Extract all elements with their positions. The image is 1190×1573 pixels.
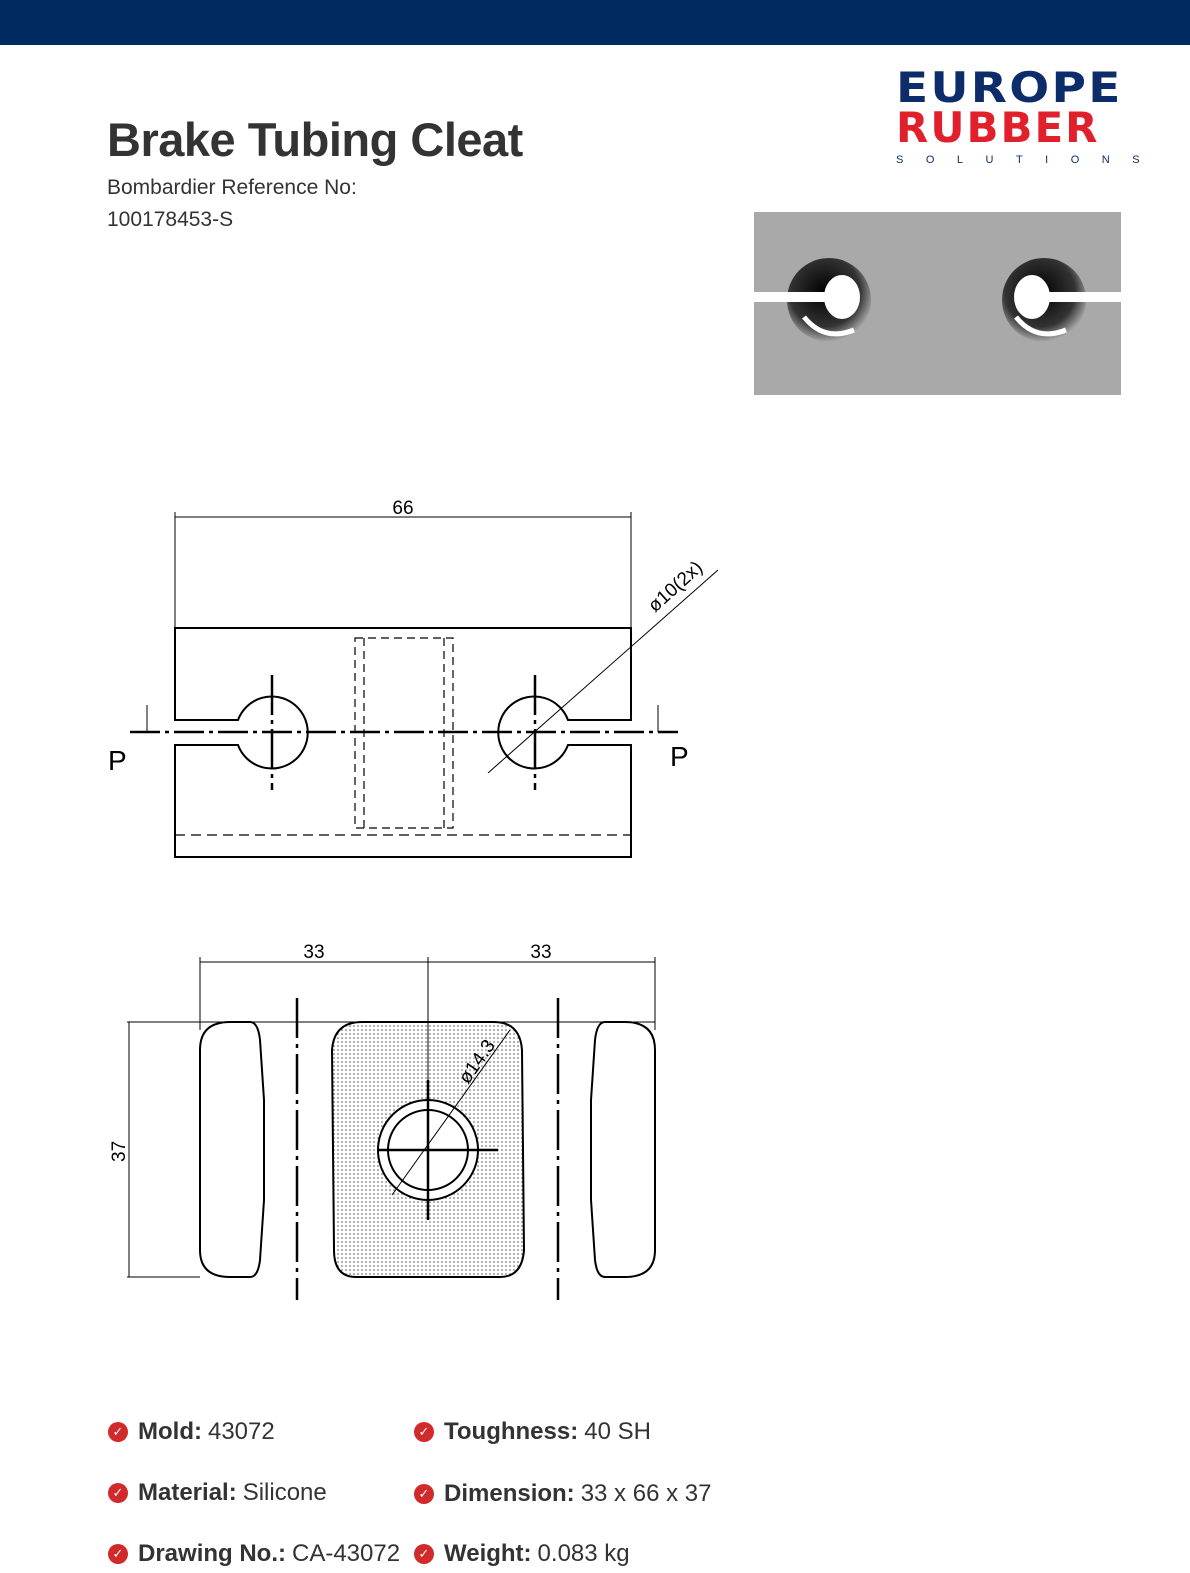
logo-line-1: EUROPE xyxy=(896,63,1123,112)
render-shapes xyxy=(754,258,1121,342)
logo-line-2: RUBBER xyxy=(896,103,1100,152)
check-circle-icon: ✓ xyxy=(108,1544,128,1564)
dim-left-33: 33 xyxy=(303,942,324,963)
top-view xyxy=(130,512,719,858)
dim-height-37: 37 xyxy=(109,1141,130,1162)
logo-line-3: SOLUTIONS xyxy=(896,154,1163,166)
check-circle-icon: ✓ xyxy=(414,1422,434,1442)
check-circle-icon: ✓ xyxy=(414,1544,434,1564)
side-view xyxy=(127,957,656,1300)
spec-weight: ✓Weight:0.083 kg xyxy=(414,1540,630,1568)
reference-value: 100178453-S xyxy=(107,208,234,231)
page-title: Brake Tubing Cleat xyxy=(107,113,523,166)
spec-drawing-no: ✓Drawing No.:CA-43072 xyxy=(108,1540,400,1568)
spec-material: ✓Material:Silicone xyxy=(108,1479,327,1507)
check-circle-icon: ✓ xyxy=(108,1483,128,1503)
product-render-image xyxy=(754,212,1121,395)
spec-toughness: ✓Toughness:40 SH xyxy=(414,1418,651,1446)
dim-width-66: 66 xyxy=(392,498,413,519)
section-marker-right: P xyxy=(670,741,689,772)
company-logo: EUROPE RUBBER SOLUTIONS xyxy=(896,67,1163,167)
check-circle-icon: ✓ xyxy=(108,1422,128,1442)
check-circle-icon: ✓ xyxy=(414,1484,434,1504)
spec-dimension: ✓Dimension:33 x 66 x 37 xyxy=(414,1480,711,1508)
section-marker-left: P xyxy=(108,745,127,776)
header-bar xyxy=(0,0,1190,45)
reference-label: Bombardier Reference No: xyxy=(107,176,357,199)
spec-mold: ✓Mold:43072 xyxy=(108,1418,275,1446)
dim-right-33: 33 xyxy=(530,942,551,963)
